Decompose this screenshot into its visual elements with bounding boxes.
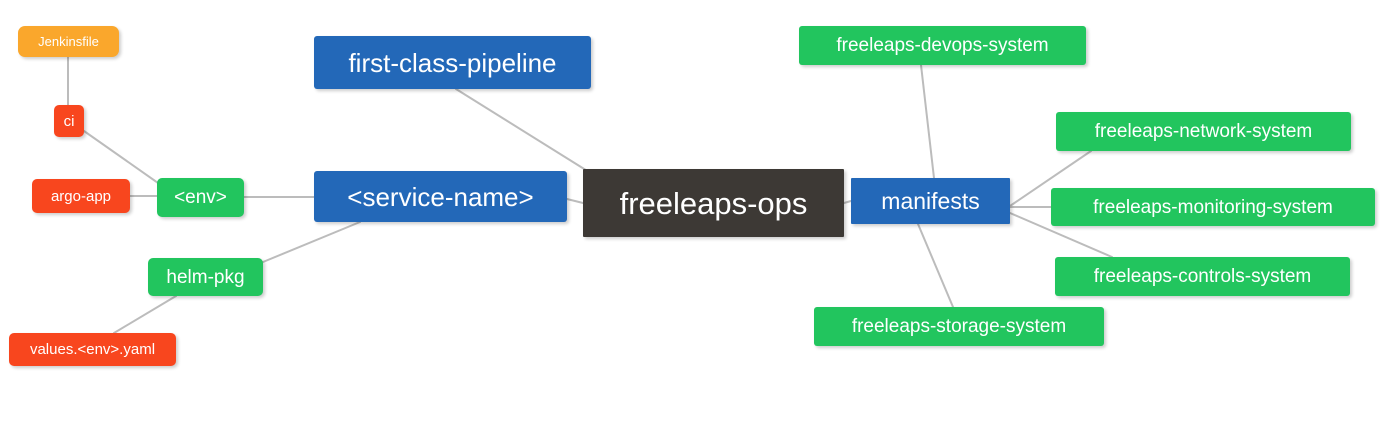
node-jenkinsfile[interactable]: Jenkinsfile xyxy=(18,26,119,57)
node-label-freeleaps-network-system: freeleaps-network-system xyxy=(1094,121,1313,142)
node-service-name[interactable]: <service-name> xyxy=(314,171,567,222)
edge-freeleaps-ops-to-service-name xyxy=(566,198,584,204)
edge-freeleaps-ops-to-first-class-pipeline xyxy=(455,88,590,173)
edge-freeleaps-ops-to-manifests xyxy=(843,200,852,204)
node-label-env: <env> xyxy=(174,187,227,208)
node-label-first-class-pipeline: first-class-pipeline xyxy=(348,47,557,78)
edge-manifests-to-freeleaps-devops-system xyxy=(920,64,935,179)
node-label-manifests: manifests xyxy=(881,187,980,214)
node-label-jenkinsfile: Jenkinsfile xyxy=(38,34,99,49)
node-label-helm-pkg: helm-pkg xyxy=(166,266,245,288)
node-label-freeleaps-ops: freeleaps-ops xyxy=(619,185,808,221)
node-argo-app[interactable]: argo-app xyxy=(32,179,130,213)
node-label-freeleaps-controls-system: freeleaps-controls-system xyxy=(1093,266,1312,287)
node-first-class-pipeline[interactable]: first-class-pipeline xyxy=(314,36,591,89)
node-freeleaps-network-system[interactable]: freeleaps-network-system xyxy=(1056,112,1351,151)
edge-service-name-to-helm-pkg xyxy=(262,221,361,263)
node-helm-pkg[interactable]: helm-pkg xyxy=(148,258,263,296)
node-label-values-env-yaml: values.<env>.yaml xyxy=(29,341,156,358)
node-label-freeleaps-monitoring-system: freeleaps-monitoring-system xyxy=(1093,196,1333,218)
node-freeleaps-devops-system[interactable]: freeleaps-devops-system xyxy=(799,26,1086,65)
edge-manifests-to-freeleaps-storage-system xyxy=(917,223,954,308)
node-freeleaps-storage-system[interactable]: freeleaps-storage-system xyxy=(814,307,1104,346)
node-env[interactable]: <env> xyxy=(157,178,244,217)
node-label-freeleaps-storage-system: freeleaps-storage-system xyxy=(851,316,1067,337)
node-label-argo-app: argo-app xyxy=(50,187,112,205)
node-manifests[interactable]: manifests xyxy=(851,178,1010,224)
node-ci[interactable]: ci xyxy=(54,105,84,137)
node-freeleaps-monitoring-system[interactable]: freeleaps-monitoring-system xyxy=(1051,188,1375,226)
node-freeleaps-controls-system[interactable]: freeleaps-controls-system xyxy=(1055,257,1350,296)
node-freeleaps-ops[interactable]: freeleaps-ops xyxy=(583,169,844,237)
node-label-freeleaps-devops-system: freeleaps-devops-system xyxy=(836,35,1049,56)
node-values-env-yaml[interactable]: values.<env>.yaml xyxy=(9,333,176,366)
edge-helm-pkg-to-values-env-yaml xyxy=(113,295,177,334)
node-label-ci: ci xyxy=(63,112,75,130)
node-label-service-name: <service-name> xyxy=(347,181,534,212)
